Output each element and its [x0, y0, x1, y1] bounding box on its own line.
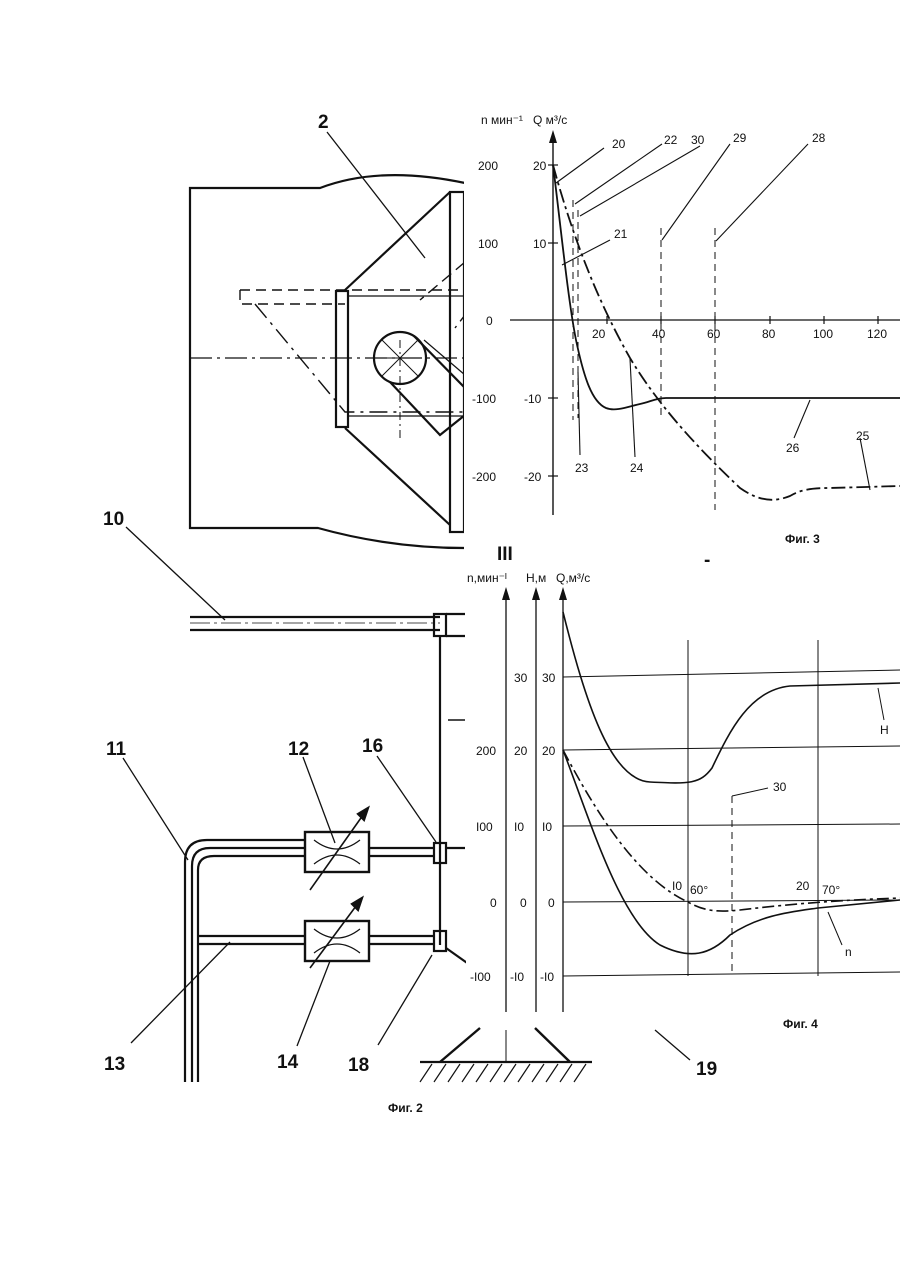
callout-10: 10	[103, 509, 124, 530]
fig4-axis-label-h: H,м	[526, 571, 546, 585]
fig3-axis-label-q: Q м³/с	[533, 113, 567, 127]
callout-18: 18	[348, 1055, 369, 1076]
fig3-callout-24: 24	[630, 461, 644, 475]
callout-13: 13	[104, 1054, 125, 1075]
fig3-x-tick-80: 80	[762, 327, 776, 341]
fig4-h-tick-20: 20	[514, 744, 528, 758]
fig4-curve-label-n: n	[845, 945, 852, 959]
callout-14: 14	[277, 1052, 299, 1073]
fig3-q-tick-20: 20	[533, 159, 547, 173]
fig4-chart: III - n,мин⁻ᴵ H,м Q,м³/с 200 I00 0 -I00 …	[466, 544, 900, 1031]
callout-11: 11	[106, 739, 127, 760]
fig3-callout-26: 26	[786, 441, 800, 455]
fig3-x-tick-100: 100	[813, 327, 833, 341]
pipework	[185, 614, 470, 1082]
callout-2: 2	[318, 112, 329, 133]
fig4-axis-label-n: n,мин⁻ᴵ	[467, 571, 507, 585]
fig3-callout-25: 25	[856, 429, 870, 443]
fig3-n-tick-neg100: -100	[472, 392, 496, 406]
fig3-x-tick-40: 40	[652, 327, 666, 341]
fig3-q-tick-10: 10	[533, 237, 547, 251]
fig4-h-tick-30: 30	[514, 671, 528, 685]
fig4-angle-70: 70°	[822, 883, 840, 897]
fig3-q-tick-neg20: -20	[524, 470, 542, 484]
fig3-x-tick-60: 60	[707, 327, 721, 341]
fig3-callout-30: 30	[691, 133, 705, 147]
fig3-callout-29: 29	[733, 131, 747, 145]
fig3-n-tick-neg200: -200	[472, 470, 496, 484]
fig2-caption: Фиг. 2	[388, 1101, 423, 1115]
fig4-n-tick-100: I00	[476, 820, 493, 834]
fig3-callout-28: 28	[812, 131, 826, 145]
fig4-q-tick-neg10: -I0	[540, 970, 554, 984]
fig3-callout-22: 22	[664, 133, 678, 147]
fig3-callout-23: 23	[575, 461, 589, 475]
ground-support	[420, 1028, 592, 1082]
fig3-x-tick-120: 120	[867, 327, 887, 341]
fig3-q-tick-neg10: -10	[524, 392, 542, 406]
callout-16: 16	[362, 736, 383, 757]
fig4-q-tick-30: 30	[542, 671, 556, 685]
cone-assembly	[240, 192, 465, 532]
fig4-roman-label: III	[497, 544, 513, 565]
eccentric-pin	[374, 332, 465, 435]
fig4-q-tick-10: I0	[542, 820, 552, 834]
fig3-axis-label-n: n мин⁻¹	[481, 113, 523, 127]
fig3-chart: n мин⁻¹ Q м³/с 200 100 0 -100 -200 20 10…	[464, 110, 900, 550]
fig4-q-tick-0: 0	[548, 896, 555, 910]
fig3-caption: Фиг. 3	[785, 532, 820, 546]
fig4-axis-label-q: Q,м³/с	[556, 571, 590, 585]
fig4-callout-30: 30	[773, 780, 787, 794]
fig4-h-tick-0: 0	[520, 896, 527, 910]
fig4-h-tick-neg10: -I0	[510, 970, 524, 984]
fig3-n-tick-0: 0	[486, 314, 493, 328]
fig4-caption: Фиг. 4	[783, 1017, 818, 1031]
fig4-dash-mark: -	[704, 550, 710, 571]
fig4-n-tick-neg100: -I00	[470, 970, 491, 984]
fig4-n-tick-0: 0	[490, 896, 497, 910]
callout-19: 19	[696, 1059, 717, 1080]
fig3-callout-20: 20	[612, 137, 626, 151]
fig3-n-tick-200: 200	[478, 159, 498, 173]
fig4-angle-60: 60°	[690, 883, 708, 897]
fig3-callout-21: 21	[614, 227, 628, 241]
callout-12: 12	[288, 739, 309, 760]
fig3-n-tick-100: 100	[478, 237, 498, 251]
fig4-q-tick-20: 20	[542, 744, 556, 758]
fig4-h-tick-10: I0	[514, 820, 524, 834]
housing-outline	[190, 175, 465, 548]
fig4-x-tick-20: 20	[796, 879, 810, 893]
fig4-n-tick-200: 200	[476, 744, 496, 758]
fig3-x-tick-20: 20	[592, 327, 606, 341]
fig4-x-tick-10: I0	[672, 879, 682, 893]
fig4-curve-label-h: H	[880, 723, 889, 737]
